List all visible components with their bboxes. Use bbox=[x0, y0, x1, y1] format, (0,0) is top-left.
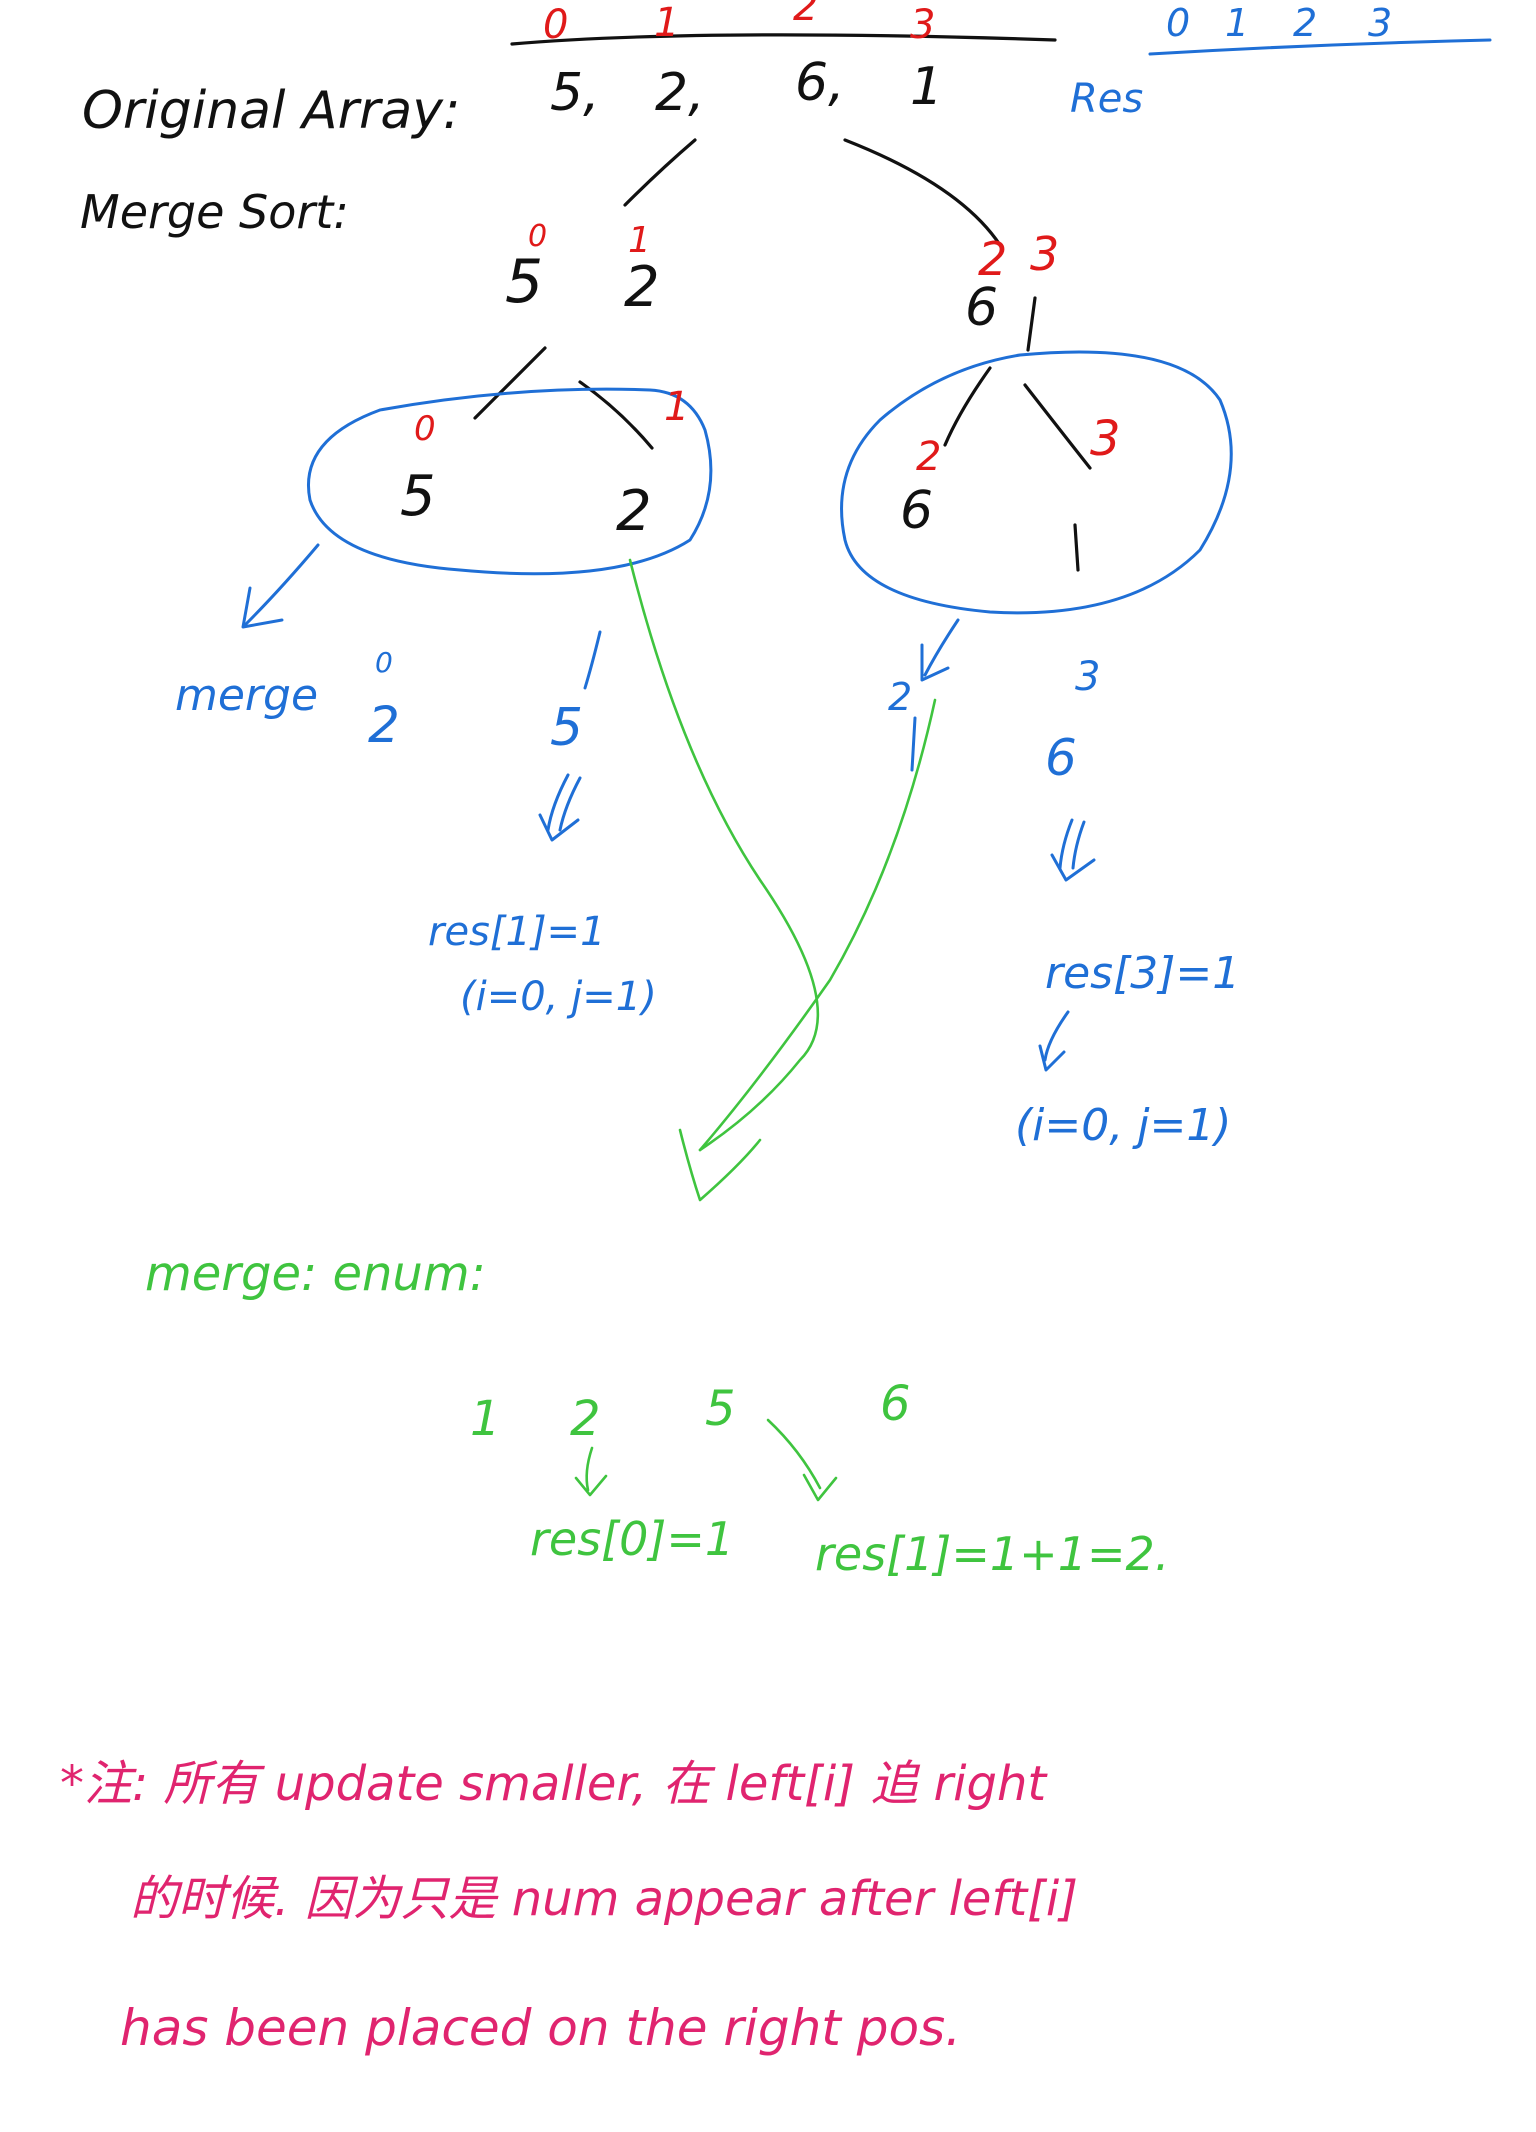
green-arrow-down bbox=[766, 1418, 838, 1502]
merge-right-step: 2 3 6 res[3]=1 (i=0, j=1) bbox=[888, 618, 1240, 1151]
branch-right-left bbox=[943, 366, 992, 447]
final-merge-value: 2 bbox=[570, 1391, 601, 1447]
pair-value: 6 bbox=[965, 278, 998, 338]
green-arrow-down bbox=[574, 1446, 608, 1497]
merge-result: res[1]=1 bbox=[428, 909, 606, 955]
note-line: has been placed on the right pos. bbox=[120, 1999, 961, 2057]
final-merge-label: merge: enum: bbox=[145, 1246, 486, 1302]
merge-index: 3 bbox=[1075, 654, 1100, 700]
merge-value: 5 bbox=[550, 698, 583, 758]
pair-index: 3 bbox=[1030, 227, 1059, 281]
leaf-group-right: 2 3 6 bbox=[840, 350, 1233, 615]
res-index: 2 bbox=[1293, 1, 1317, 45]
pair-value: 5 bbox=[505, 247, 543, 317]
pair-index: 1 bbox=[628, 220, 651, 261]
merge-sort-label: Merge Sort: bbox=[80, 185, 349, 239]
merge-result: res[3]=1 bbox=[1045, 948, 1240, 999]
pair-index: 0 bbox=[528, 219, 547, 254]
merge-value: 6 bbox=[1045, 729, 1077, 787]
array-value: 5, bbox=[550, 63, 600, 123]
res-label: Res bbox=[1070, 76, 1143, 122]
merge-value-stroke bbox=[910, 716, 917, 772]
final-res0: res[0]=1 bbox=[530, 1512, 734, 1566]
array-index: 1 bbox=[654, 0, 679, 46]
final-merge-value: 1 bbox=[470, 1391, 501, 1447]
array-value: 6, bbox=[795, 53, 845, 113]
res-index: 0 bbox=[1166, 1, 1190, 45]
merge-label: merge bbox=[175, 670, 318, 721]
merge-pointers: (i=0, j=1) bbox=[460, 974, 657, 1020]
arrow-shaft bbox=[1043, 1010, 1070, 1062]
arrow-double bbox=[558, 776, 582, 832]
leaf-index: 1 bbox=[664, 384, 689, 430]
branch-left-right bbox=[578, 380, 654, 450]
merge-left-step: merge 0 2 5 res[1]=1 (i=0, j=1) bbox=[175, 543, 657, 1020]
pair-index: 2 bbox=[978, 232, 1007, 286]
arrow-head bbox=[1050, 853, 1096, 882]
final-merge-value: 6 bbox=[880, 1376, 911, 1432]
leaf-value: 2 bbox=[616, 479, 652, 544]
circle-right bbox=[840, 350, 1233, 615]
merge-value: 2 bbox=[368, 696, 400, 754]
arrow-head bbox=[241, 586, 284, 629]
leaf-value: 5 bbox=[400, 464, 436, 529]
arrow-double bbox=[1071, 820, 1086, 870]
merge-index: 0 bbox=[375, 646, 393, 679]
original-array-label: Original Array: bbox=[82, 81, 461, 141]
final-merge: merge: enum: 1 2 5 6 res[0]=1 res[1]=1+1… bbox=[145, 1246, 1169, 1581]
arrow-double bbox=[1058, 818, 1074, 870]
merge-pointers: (i=0, j=1) bbox=[1015, 1100, 1231, 1151]
arrow-head bbox=[538, 813, 580, 842]
array-value: 2, bbox=[655, 63, 705, 123]
green-arrow-from-right bbox=[698, 698, 937, 1152]
array-overline bbox=[510, 33, 1057, 46]
split-tree: 0 1 5 2 2 3 6 bbox=[473, 138, 1092, 470]
pair-value-stroke bbox=[1026, 296, 1037, 352]
branch-right-right bbox=[1023, 383, 1092, 470]
green-arrows bbox=[628, 558, 937, 1202]
leaf-index: 0 bbox=[414, 409, 436, 449]
res-underline bbox=[1148, 38, 1492, 56]
branch-right bbox=[843, 138, 1002, 247]
array-index: 2 bbox=[793, 0, 818, 30]
merge-index-stroke bbox=[583, 630, 602, 690]
leaf-group-left: 0 1 5 2 bbox=[307, 384, 713, 576]
branch-left-left bbox=[473, 346, 547, 420]
branch-left bbox=[623, 138, 697, 207]
array-index: 3 bbox=[910, 2, 935, 48]
note-line: *注: 所有 update smaller, 在 left[i] 追 right bbox=[60, 1756, 1048, 1812]
final-res1: res[1]=1+1=2. bbox=[815, 1527, 1169, 1581]
arrow-shaft bbox=[923, 618, 960, 677]
array-value: 1 bbox=[910, 57, 943, 117]
arrow-shaft bbox=[243, 543, 320, 627]
arrow-head bbox=[920, 643, 950, 682]
green-arrow-head bbox=[678, 1128, 762, 1202]
array-index: 0 bbox=[543, 2, 568, 48]
green-arrow-from-left bbox=[628, 558, 820, 1152]
note-line: 的时候. 因为只是 num appear after left[i] bbox=[130, 1871, 1078, 1927]
circle-left bbox=[307, 387, 713, 576]
res-index: 3 bbox=[1368, 1, 1392, 45]
leaf-index: 2 bbox=[916, 434, 941, 480]
res-index: 1 bbox=[1225, 1, 1249, 45]
leaf-value-stroke bbox=[1073, 523, 1080, 572]
header: Original Array: Merge Sort: 0 1 2 3 5, 2… bbox=[80, 0, 1492, 239]
pair-value: 2 bbox=[624, 255, 660, 320]
leaf-value: 6 bbox=[900, 481, 933, 541]
merge-index: 2 bbox=[888, 675, 912, 719]
final-merge-value: 5 bbox=[705, 1381, 736, 1437]
arrow-double bbox=[546, 773, 570, 832]
note: *注: 所有 update smaller, 在 left[i] 追 right… bbox=[60, 1756, 1078, 2057]
leaf-index: 3 bbox=[1090, 411, 1121, 467]
arrow-head bbox=[1038, 1044, 1066, 1072]
